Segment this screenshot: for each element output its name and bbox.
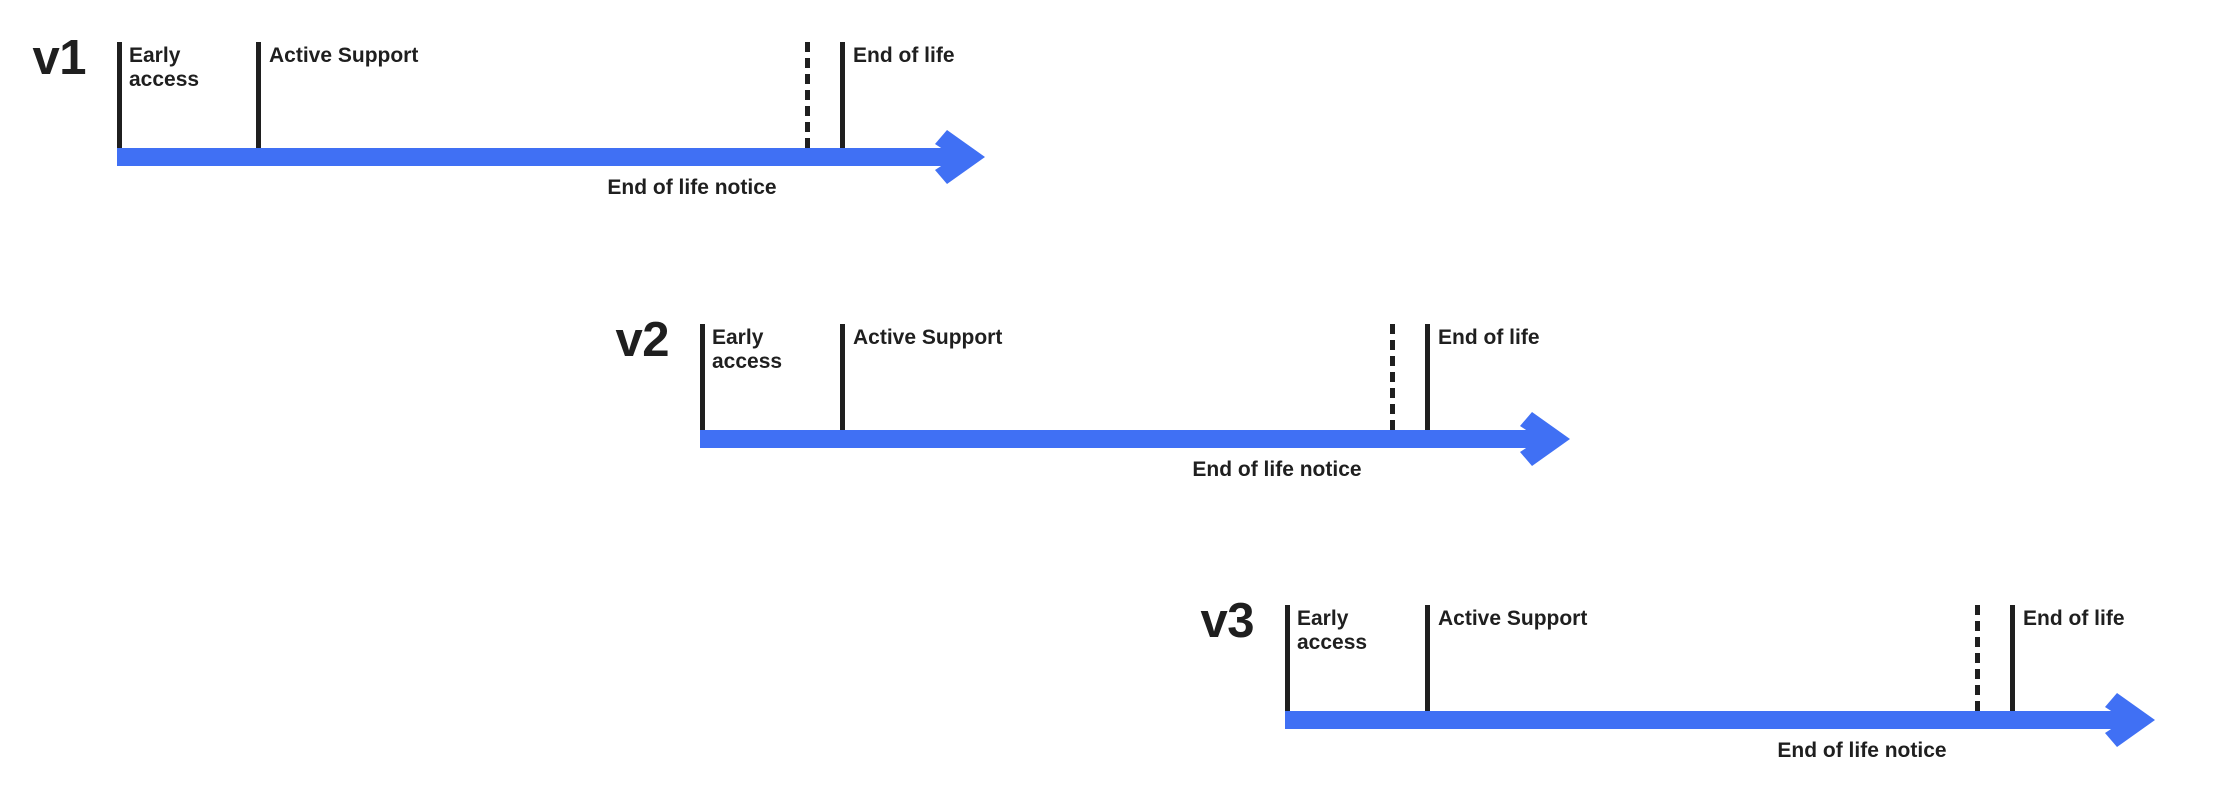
timeline-arrow-head-v1	[931, 128, 989, 186]
phase-divider-early-access-start-v2	[700, 324, 705, 430]
phase-divider-active-support-start-v1	[256, 42, 261, 148]
phase-divider-end-of-life-start-v1	[840, 42, 845, 148]
phase-label-active-support-v1: Active Support	[269, 44, 419, 67]
end-of-life-notice-label-v2: End of life notice	[1192, 458, 1362, 481]
timeline-row-v1: v1 Early access Active Support End of li…	[0, 0, 2228, 230]
phase-divider-early-access-start-v1	[117, 42, 122, 148]
phase-divider-end-of-life-start-v2	[1425, 324, 1430, 430]
timeline-row-v2: v2 Early access Active Support End of li…	[0, 282, 2228, 512]
version-label-v1: v1	[32, 31, 86, 85]
phase-label-end-of-life-v3: End of life	[2023, 607, 2125, 630]
phase-label-active-support-v2: Active Support	[853, 326, 1003, 349]
version-label-v3: v3	[1200, 594, 1254, 648]
timeline-arrow-head-v2	[1516, 410, 1574, 468]
phase-label-end-of-life-v1: End of life	[853, 44, 955, 67]
end-of-life-notice-label-v3: End of life notice	[1777, 739, 1947, 762]
phase-label-early-access-v1: Early access	[129, 44, 200, 91]
version-label-v2: v2	[615, 313, 669, 367]
phase-divider-end-of-life-notice-v3	[1975, 605, 1980, 711]
phase-divider-end-of-life-notice-v2	[1390, 324, 1395, 430]
phase-divider-active-support-start-v2	[840, 324, 845, 430]
phase-label-end-of-life-v2: End of life	[1438, 326, 1540, 349]
phase-divider-active-support-start-v3	[1425, 605, 1430, 711]
timeline-arrow-shaft-v3	[1285, 711, 2129, 729]
phase-label-early-access-v3: Early access	[1297, 607, 1368, 654]
phase-label-early-access-v2: Early access	[712, 326, 783, 373]
phase-label-active-support-v3: Active Support	[1438, 607, 1588, 630]
end-of-life-notice-label-v1: End of life notice	[607, 176, 777, 199]
timeline-row-v3: v3 Early access Active Support End of li…	[0, 563, 2228, 793]
timeline-arrow-shaft-v1	[117, 148, 959, 166]
phase-divider-end-of-life-start-v3	[2010, 605, 2015, 711]
timeline-arrow-shaft-v2	[700, 430, 1544, 448]
timeline-arrow-head-v3	[2101, 691, 2159, 749]
phase-divider-end-of-life-notice-v1	[805, 42, 810, 148]
phase-divider-early-access-start-v3	[1285, 605, 1290, 711]
